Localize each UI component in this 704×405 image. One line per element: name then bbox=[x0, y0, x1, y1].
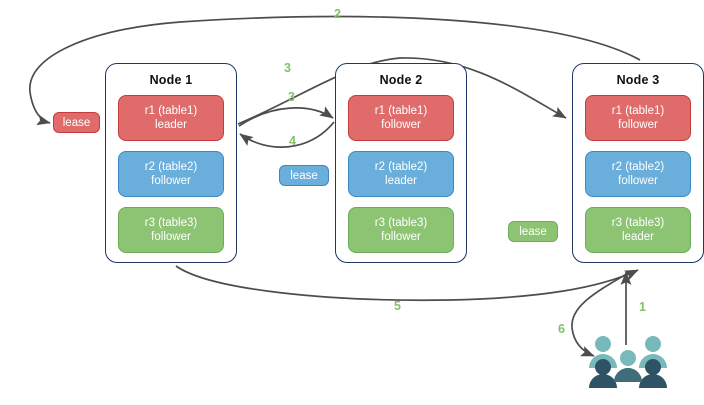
step-label-2: 2 bbox=[334, 7, 341, 21]
node-3-replica-r3-name: r3 (table3) bbox=[611, 217, 665, 229]
node-1-replica-r1[interactable]: r1 (table1) leader bbox=[118, 95, 224, 141]
node-1-replica-r3[interactable]: r3 (table3) follower bbox=[118, 207, 224, 253]
step-label-3a: 3 bbox=[284, 61, 291, 75]
node-2-replica-r2-name: r2 (table2) bbox=[374, 161, 428, 173]
node-2-replica-r2-role: leader bbox=[385, 175, 417, 187]
node-2-replica-r3[interactable]: r3 (table3) follower bbox=[348, 207, 454, 253]
node-3-replica-r2[interactable]: r2 (table2) follower bbox=[585, 151, 691, 197]
node-1-replica-r2-role: follower bbox=[151, 175, 191, 187]
node-3-replica-r1-role: follower bbox=[618, 119, 658, 131]
arrow-step-4 bbox=[239, 121, 335, 148]
node-1[interactable]: Node 1 r1 (table1) leader r2 (table2) fo… bbox=[105, 63, 237, 263]
node-2[interactable]: Node 2 r1 (table1) follower r2 (table2) … bbox=[335, 63, 467, 263]
node-3-replica-r3-role: leader bbox=[622, 231, 654, 243]
node-3-replica-r1-name: r1 (table1) bbox=[611, 105, 665, 117]
node-2-replica-r1-role: follower bbox=[381, 119, 421, 131]
node-3-replica-r1[interactable]: r1 (table1) follower bbox=[585, 95, 691, 141]
arrow-step-3-upper bbox=[237, 57, 567, 125]
node-1-replica-r3-name: r3 (table3) bbox=[144, 217, 198, 229]
node-1-replica-r3-role: follower bbox=[151, 231, 191, 243]
node-2-replicas: r1 (table1) follower r2 (table2) leader … bbox=[348, 95, 454, 253]
step-label-3b: 3 bbox=[288, 90, 295, 104]
node-2-replica-r1[interactable]: r1 (table1) follower bbox=[348, 95, 454, 141]
arrow-step-6 bbox=[571, 271, 631, 357]
node-3[interactable]: Node 3 r1 (table1) follower r2 (table2) … bbox=[572, 63, 704, 263]
step-label-4: 4 bbox=[289, 134, 296, 148]
node-1-replica-r1-role: leader bbox=[155, 119, 187, 131]
node-3-replicas: r1 (table1) follower r2 (table2) followe… bbox=[585, 95, 691, 253]
arrow-step-2 bbox=[29, 15, 641, 126]
arrow-step-3-lower bbox=[238, 106, 334, 127]
node-2-replica-r3-role: follower bbox=[381, 231, 421, 243]
lease-badge-r1[interactable]: lease bbox=[53, 112, 100, 133]
node-2-replica-r2[interactable]: r2 (table2) leader bbox=[348, 151, 454, 197]
lease-badge-r3[interactable]: lease bbox=[508, 221, 558, 242]
node-1-replicas: r1 (table1) leader r2 (table2) follower … bbox=[118, 95, 224, 253]
step-label-5: 5 bbox=[394, 299, 401, 313]
node-2-replica-r3-name: r3 (table3) bbox=[374, 217, 428, 229]
node-3-replica-r2-role: follower bbox=[618, 175, 658, 187]
node-1-replica-r2[interactable]: r2 (table2) follower bbox=[118, 151, 224, 197]
step-label-6: 6 bbox=[558, 322, 565, 336]
step-label-1: 1 bbox=[639, 300, 646, 314]
node-1-title: Node 1 bbox=[149, 73, 193, 87]
node-1-replica-r1-name: r1 (table1) bbox=[144, 105, 198, 117]
node-3-title: Node 3 bbox=[616, 73, 660, 87]
node-3-replica-r2-name: r2 (table2) bbox=[611, 161, 665, 173]
arrow-step-5 bbox=[175, 265, 639, 302]
lease-badge-r2[interactable]: lease bbox=[279, 165, 329, 186]
node-3-replica-r3[interactable]: r3 (table3) leader bbox=[585, 207, 691, 253]
users-icon bbox=[589, 336, 667, 388]
node-1-replica-r2-name: r2 (table2) bbox=[144, 161, 198, 173]
node-2-replica-r1-name: r1 (table1) bbox=[374, 105, 428, 117]
node-2-title: Node 2 bbox=[379, 73, 423, 87]
